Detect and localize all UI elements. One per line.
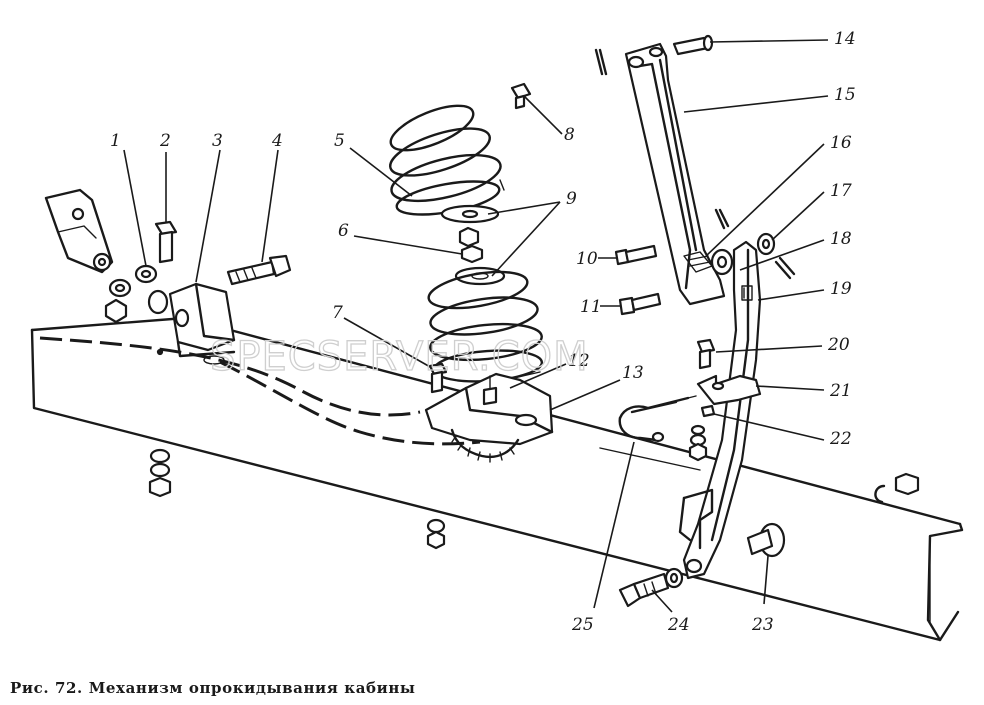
rail-bracket-plate [678,488,714,550]
callout-25: 25 [571,615,594,635]
callout-numbers: 1 2 3 4 5 6 7 8 9 10 11 12 13 14 15 16 1… [110,29,856,635]
washer-stack-22 [688,424,708,462]
callout-13: 13 [622,363,644,383]
lower-spring-9 [427,266,544,383]
callout-5: 5 [334,131,345,151]
callout-10: 10 [576,249,598,269]
bolt-24 [618,567,684,608]
pin-14 [672,34,714,56]
callout-1: 1 [110,131,121,151]
bolt-10 [614,244,658,266]
clamp-21 [696,374,762,406]
callout-9: 9 [566,189,577,209]
bolt-2 [154,220,178,264]
bolt-20 [696,338,716,370]
bolt-11 [618,292,662,316]
callout-21: 21 [829,381,852,401]
cotter-16 [714,208,730,230]
washer-stack-left [148,448,172,498]
callout-15: 15 [834,85,856,105]
callout-20: 20 [827,335,850,355]
callout-7: 7 [332,303,343,323]
nut-washer-right [874,472,920,504]
callout-11: 11 [580,297,602,317]
figure-caption: Рис. 72. Механизм опрокидывания кабины [10,679,416,697]
spring-seat-washer [440,204,500,248]
callout-22: 22 [829,429,852,449]
rod-25 [618,395,697,443]
callout-24: 24 [667,615,690,635]
bolt-23 [746,522,786,558]
left-bracket [44,188,114,274]
callout-4: 4 [271,131,283,151]
watermark-text: SPECSERVER.COM [210,334,589,380]
callout-14: 14 [834,29,856,49]
callout-6: 6 [338,221,349,241]
bolt-8 [510,82,532,110]
bolt-7 [428,362,448,394]
washer-stack-middle [426,518,446,550]
leader-lines [123,39,829,613]
nut-washer-1 [104,264,158,324]
pin-22 [700,404,716,418]
washer-17 [756,232,776,256]
cotter-pin-top [594,48,608,76]
callout-3: 3 [212,131,223,151]
callout-23: 23 [751,615,774,635]
callout-12: 12 [568,351,590,371]
callout-17: 17 [830,181,852,201]
callout-8: 8 [564,125,575,145]
base-plate-12 [424,371,554,463]
callout-16: 16 [830,133,852,153]
bolt-4 [226,254,292,286]
callout-2: 2 [159,131,171,151]
support-bracket-3 [147,282,236,365]
lever-15 [624,42,726,306]
callout-19: 19 [830,279,852,299]
cotter-18 [774,256,796,280]
upper-spring-5 [389,104,505,216]
callout-18: 18 [830,229,852,249]
nut-6 [460,244,484,264]
